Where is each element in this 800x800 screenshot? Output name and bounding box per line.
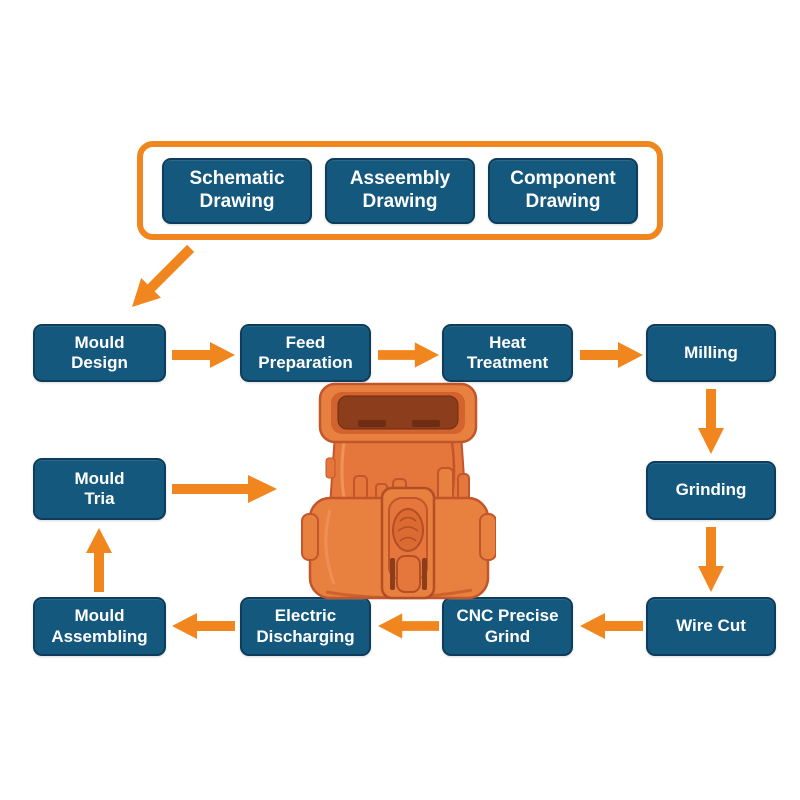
- arrow-left-icon: [378, 612, 440, 645]
- connector-top-collar: [318, 382, 478, 444]
- flow-box-label: Mould Assembling: [51, 606, 148, 646]
- flow-box-feed-preparation: Feed Preparation: [240, 324, 371, 382]
- flow-box-label: Wire Cut: [676, 616, 746, 636]
- connector-latch: [380, 486, 436, 600]
- arrow-right-icon: [172, 474, 278, 509]
- arrow-right-icon: [580, 341, 644, 374]
- flow-box-heat-treatment: Heat Treatment: [442, 324, 573, 382]
- flow-box-schematic-drawing: Schematic Drawing: [162, 157, 312, 224]
- flow-box-label: Grinding: [675, 480, 747, 500]
- orange-connector-housing: [301, 382, 496, 600]
- flow-box-label: Schematic Drawing: [189, 168, 285, 212]
- flow-box-mould-design: Mould Design: [33, 324, 166, 382]
- flow-box-label: Electric Discharging: [256, 606, 355, 646]
- flow-box-label: CNC Precise Grind: [456, 606, 559, 646]
- flow-box-component-drawing: Component Drawing: [488, 157, 638, 224]
- flow-box-label: Component Drawing: [510, 168, 616, 212]
- flow-box-mould-assembling: Mould Assembling: [33, 597, 166, 656]
- flow-box-mould-tria: Mould Tria: [33, 458, 166, 520]
- flow-box-cnc-precise-grind: CNC Precise Grind: [442, 597, 573, 656]
- flow-box-label: Heat Treatment: [466, 332, 549, 372]
- flow-box-electric-discharging: Electric Discharging: [240, 597, 371, 656]
- arrow-left-icon: [580, 612, 644, 645]
- flow-box-label: Feed Preparation: [258, 332, 353, 372]
- arrow-down-icon: [697, 527, 725, 598]
- flow-box-label: Milling: [684, 342, 738, 362]
- arrow-diagonal-down-left-icon: [121, 238, 202, 319]
- arrow-right-icon: [378, 341, 440, 374]
- flow-box-label: Mould Tria: [74, 468, 125, 508]
- flow-box-label: Mould Design: [71, 332, 128, 372]
- flow-box-milling: Milling: [646, 324, 776, 382]
- flow-box-asseembly-drawing: Asseembly Drawing: [325, 157, 475, 224]
- flow-box-grinding: Grinding: [646, 461, 776, 520]
- arrow-left-icon: [172, 612, 236, 645]
- arrow-up-icon: [85, 527, 113, 598]
- flow-box-label: Asseembly Drawing: [349, 168, 451, 212]
- arrow-down-icon: [697, 389, 725, 460]
- drawing-group-frame: Schematic Drawing Asseembly Drawing Comp…: [137, 141, 663, 240]
- flow-box-wire-cut: Wire Cut: [646, 597, 776, 656]
- arrow-right-icon: [172, 341, 236, 374]
